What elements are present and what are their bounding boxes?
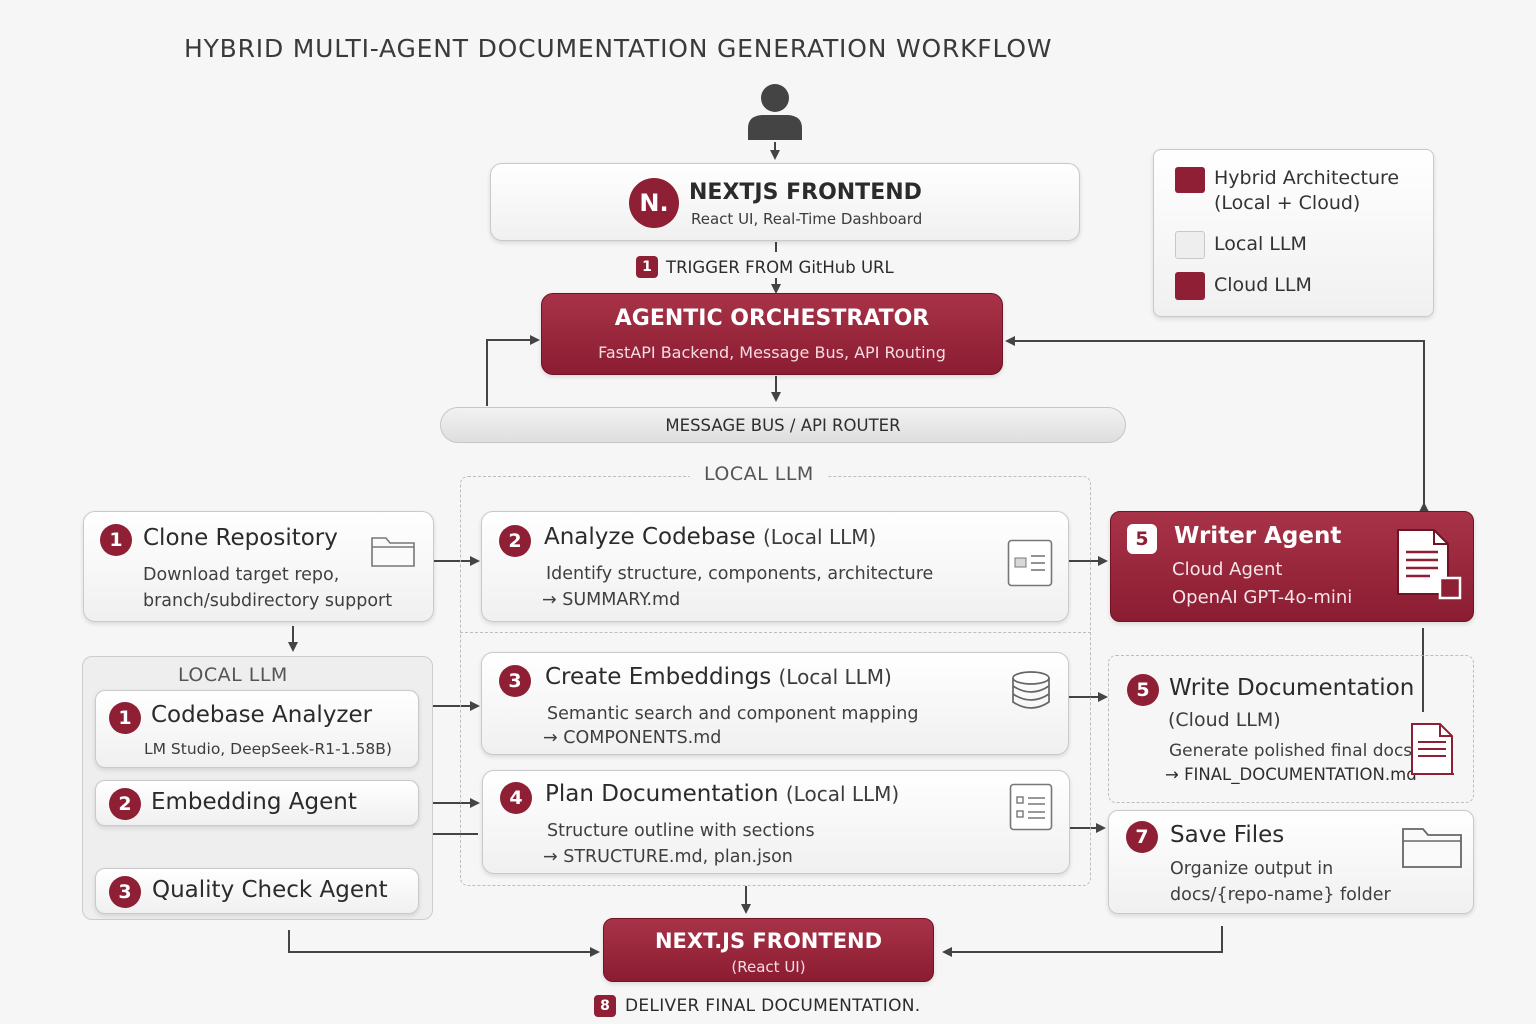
create-embeddings: 3 Create Embeddings (Local LLM) Semantic…	[481, 652, 1069, 755]
write-doc-title: Write Documentation	[1169, 675, 1415, 701]
trigger-number: 1	[636, 256, 658, 278]
save-title: Save Files	[1170, 822, 1285, 848]
clone-line1: Download target repo,	[143, 565, 340, 585]
save-number: 7	[1126, 821, 1158, 853]
legend-hybrid-swatch	[1175, 167, 1205, 193]
writer-title: Writer Agent	[1174, 523, 1342, 549]
plan-title-row: Plan Documentation (Local LLM)	[545, 781, 899, 807]
legend-cloud-swatch	[1175, 272, 1205, 300]
quality-title: Quality Check Agent	[152, 877, 388, 903]
bottom-frontend-subtitle: (React UI)	[731, 958, 806, 976]
analyze-title: Analyze Codebase	[544, 524, 756, 550]
writer-line1: Cloud Agent	[1172, 559, 1283, 580]
plan-line1: Structure outline with sections	[547, 821, 815, 841]
local-group-label: LOCAL LLM	[178, 664, 288, 686]
embed-number: 3	[499, 665, 531, 697]
diagram-title: HYBRID MULTI-AGENT DOCUMENTATION GENERAT…	[184, 34, 1053, 63]
analyzer-number: 1	[109, 702, 141, 734]
nextjs-logo-icon: N.	[629, 178, 679, 228]
document-write-icon	[1397, 529, 1462, 600]
embedding-title: Embedding Agent	[151, 789, 357, 815]
frontend-title: NEXTJS FRONTEND	[689, 180, 922, 205]
save-folder-icon	[1402, 828, 1462, 868]
arrow-bus-to-orchestrator	[486, 335, 540, 406]
plan-line2: → STRUCTURE.md, plan.json	[543, 847, 793, 867]
arrow-quality-to-frontend	[288, 930, 600, 957]
message-bus: MESSAGE BUS / API ROUTER	[440, 407, 1126, 443]
agentic-orchestrator: AGENTIC ORCHESTRATOR FastAPI Backend, Me…	[541, 293, 1003, 375]
final-document-icon	[1411, 723, 1453, 775]
user-icon	[748, 84, 802, 140]
clone-repository: 1 Clone Repository Download target repo,…	[83, 511, 434, 622]
plan-tag: (Local LLM)	[785, 782, 900, 806]
analyzer-title: Codebase Analyzer	[151, 702, 373, 728]
orchestrator-title: AGENTIC ORCHESTRATOR	[614, 306, 930, 331]
local-llm-zone-label: LOCAL LLM	[690, 463, 828, 485]
analyze-title-row: Analyze Codebase (Local LLM)	[544, 524, 876, 550]
local-llm-zone-divider	[460, 632, 1091, 633]
legend-local-label: Local LLM	[1214, 233, 1307, 255]
legend-local-swatch	[1175, 231, 1205, 259]
embed-title-row: Create Embeddings (Local LLM)	[545, 664, 892, 690]
quality-number: 3	[109, 876, 141, 908]
nextjs-frontend-top: N. NEXTJS FRONTEND React UI, Real-Time D…	[490, 163, 1080, 241]
bottom-frontend-title: NEXT.JS FRONTEND	[654, 929, 883, 953]
folder-icon	[371, 537, 415, 567]
embedding-number: 2	[109, 788, 141, 820]
trigger-step: 1 TRIGGER FROM GitHub URL	[636, 256, 894, 278]
analyze-tag: (Local LLM)	[762, 525, 877, 549]
writer-line2: OpenAI GPT-4o-mini	[1172, 587, 1353, 608]
write-doc-line2: → FINAL_DOCUMENTATION.md	[1165, 765, 1417, 784]
embed-tag: (Local LLM)	[778, 665, 892, 689]
embed-line2: → COMPONENTS.md	[543, 728, 722, 748]
clone-line2: branch/subdirectory support	[143, 591, 393, 611]
writer-agent: 5 Writer Agent Cloud Agent OpenAI GPT-4o…	[1110, 511, 1474, 622]
arrow-writer-to-orchestrator	[1005, 336, 1425, 508]
legend-hybrid-sub: (Local + Cloud)	[1214, 192, 1361, 214]
analyze-codebase: 2 Analyze Codebase (Local LLM) Identify …	[481, 511, 1069, 622]
orchestrator-subtitle: FastAPI Backend, Message Bus, API Routin…	[598, 343, 946, 362]
embed-line1: Semantic search and component mapping	[547, 704, 919, 724]
quality-check-agent: 3 Quality Check Agent	[95, 868, 419, 914]
save-files: 7 Save Files Organize output in docs/{re…	[1108, 810, 1474, 914]
plan-documentation: 4 Plan Documentation (Local LLM) Structu…	[482, 770, 1070, 874]
codebase-analyzer-agent: 1 Codebase Analyzer LM Studio, DeepSeek-…	[95, 690, 419, 768]
legend-cloud-label: Cloud LLM	[1214, 274, 1312, 296]
analyze-line2: → SUMMARY.md	[542, 590, 681, 610]
legend-hybrid-label: Hybrid Architecture	[1214, 167, 1400, 189]
write-documentation-zone	[1108, 655, 1474, 803]
database-icon	[1012, 671, 1050, 709]
write-doc-tag: (Cloud LLM)	[1168, 709, 1281, 731]
clone-title: Clone Repository	[143, 525, 338, 551]
save-line1: Organize output in	[1170, 859, 1334, 879]
trigger-label: TRIGGER FROM GitHub URL	[666, 257, 894, 277]
legend: Hybrid Architecture (Local + Cloud) Loca…	[1153, 149, 1434, 317]
outline-list-icon	[1009, 783, 1053, 831]
write-doc-number: 5	[1127, 674, 1159, 706]
deliver-label: DELIVER FINAL DOCUMENTATION.	[625, 996, 921, 1016]
embed-title: Create Embeddings	[545, 664, 772, 690]
clone-number: 1	[100, 524, 132, 556]
analyzer-subtitle: LM Studio, DeepSeek-R1-1.58B)	[144, 740, 392, 758]
deliver-step: 8 DELIVER FINAL DOCUMENTATION.	[594, 995, 921, 1017]
arrow-save-to-frontend	[942, 926, 1223, 957]
frontend-subtitle: React UI, Real-Time Dashboard	[691, 210, 923, 228]
analyze-number: 2	[499, 525, 531, 557]
writer-number: 5	[1127, 524, 1157, 554]
embedding-agent: 2 Embedding Agent	[95, 780, 419, 826]
plan-title: Plan Documentation	[545, 781, 779, 807]
save-line2: docs/{repo-name} folder	[1170, 885, 1391, 905]
analyze-line1: Identify structure, components, architec…	[546, 564, 934, 584]
deliver-number: 8	[594, 995, 616, 1017]
nextjs-frontend-bottom: NEXT.JS FRONTEND (React UI)	[603, 918, 934, 982]
write-doc-line1: Generate polished final docs	[1169, 741, 1413, 761]
plan-number: 4	[500, 782, 532, 814]
write-documentation: 5 Write Documentation (Cloud LLM) Genera…	[1110, 656, 1472, 802]
document-summary-icon	[1007, 539, 1053, 587]
